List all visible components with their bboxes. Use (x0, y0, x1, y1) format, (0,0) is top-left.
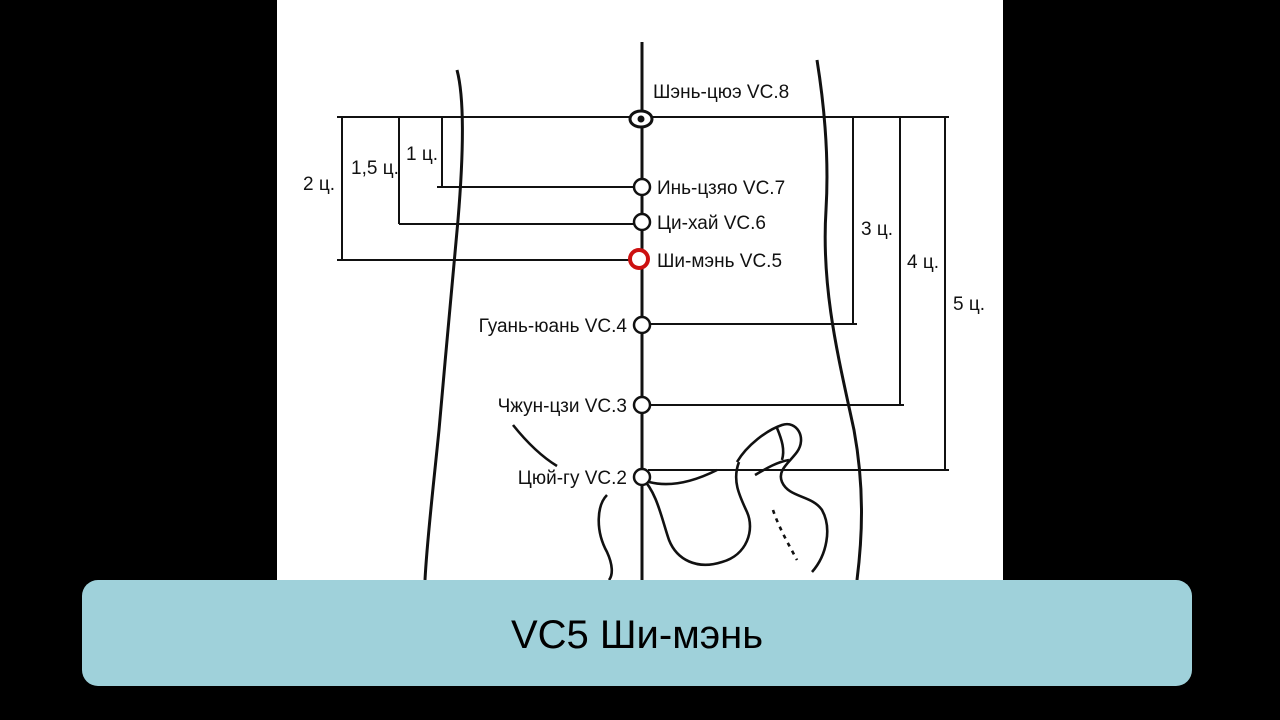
point-vc6 (632, 212, 652, 232)
measure-2: 2 ц. (303, 174, 335, 195)
acupuncture-diagram: Шэнь-цюэ VC.8 Инь-цзяо VC.7 Ци-хай VC.6 … (277, 0, 1003, 580)
label-vc7: Инь-цзяо VC.7 (657, 178, 785, 199)
measure-4: 4 ц. (907, 252, 939, 273)
point-vc4 (632, 315, 652, 335)
label-vc2: Цюй-гу VC.2 (518, 468, 627, 489)
point-vc5-highlighted (628, 248, 650, 270)
measure-1: 1 ц. (406, 144, 438, 165)
point-vc2 (632, 467, 652, 487)
measure-1-5: 1,5 ц. (351, 158, 399, 179)
dimension-lines (341, 117, 946, 470)
acupoints (628, 109, 654, 487)
measure-3: 3 ц. (861, 219, 893, 240)
label-vc5: Ши-мэнь VC.5 (657, 251, 782, 272)
caption-banner: VC5 Ши-мэнь (82, 580, 1192, 686)
caption-text: VC5 Ши-мэнь (510, 612, 764, 657)
label-vc8: Шэнь-цюэ VC.8 (653, 82, 789, 103)
measure-5: 5 ц. (953, 294, 985, 315)
reference-lines (337, 116, 949, 471)
point-vc7 (632, 177, 652, 197)
label-vc4: Гуань-юань VC.4 (479, 316, 628, 337)
label-vc6: Ци-хай VC.6 (657, 213, 766, 234)
point-vc3 (632, 395, 652, 415)
pelvis-sketch (511, 422, 829, 580)
label-vc3: Чжун-цзи VC.3 (498, 396, 627, 417)
